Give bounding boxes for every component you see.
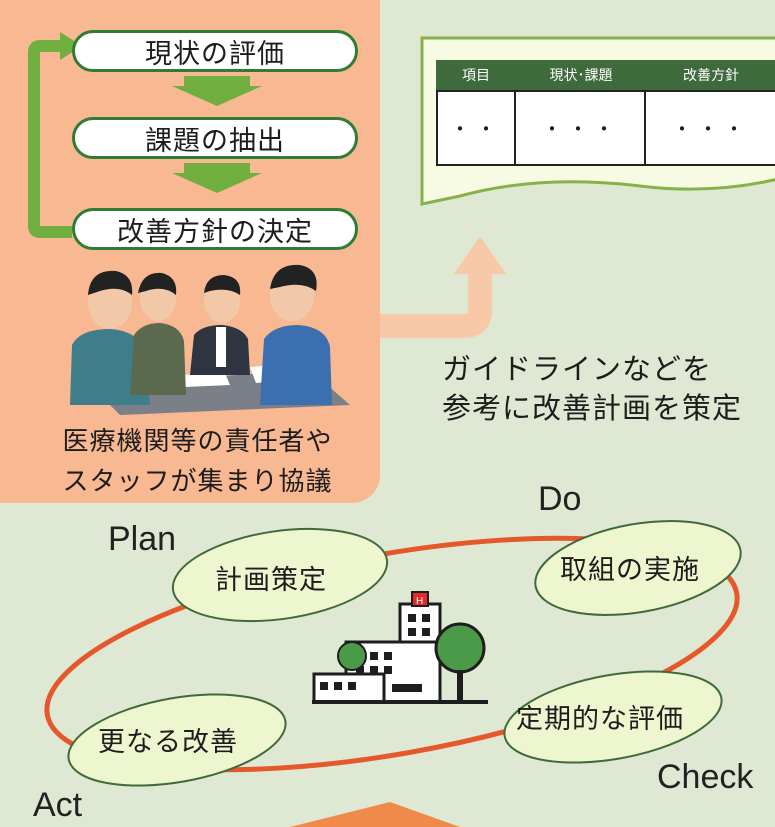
step-extract-issues: 課題の抽出 <box>72 117 358 159</box>
pdca-label-plan: Plan <box>108 520 177 558</box>
plan-note-line: ガイドラインなどを <box>442 352 713 386</box>
down-arrow-icon <box>172 163 262 193</box>
up-arrow-to-plan <box>380 236 506 338</box>
table-cell: ・・・ <box>542 116 620 141</box>
table-header-row <box>436 60 775 90</box>
table-header-policy: 改善方針 <box>683 68 739 84</box>
step-evaluate-current: 現状の評価 <box>72 30 358 72</box>
table-cell: ・・ <box>450 116 502 141</box>
phase-do-text: 取組の実施 <box>560 555 700 586</box>
table-body <box>436 90 775 166</box>
table-cell: ・・・ <box>672 116 750 141</box>
pdca-label-do: Do <box>538 480 582 518</box>
bubble-act <box>67 693 287 787</box>
table-divider <box>644 90 646 164</box>
table-divider <box>514 90 516 164</box>
bubble-do <box>534 520 742 616</box>
phase-check-text: 定期的な評価 <box>516 704 684 735</box>
meeting-caption-line: 医療機関等の責任者や <box>62 427 333 457</box>
phase-act-text: 更なる改善 <box>98 727 238 758</box>
table-header-item: 項目 <box>462 68 490 84</box>
step-label: 課題の抽出 <box>145 125 285 157</box>
svg-text:H: H <box>416 596 423 607</box>
step-label: 現状の評価 <box>145 38 285 70</box>
meeting-caption: 医療機関等の責任者や スタッフが集まり協議 <box>0 422 395 502</box>
step-decide-policy: 改善方針の決定 <box>72 208 358 250</box>
people-meeting-illustration <box>70 264 350 415</box>
plan-note-line: 参考に改善計画を策定 <box>442 391 743 425</box>
plan-table: 項目 現状･課題 改善方針 ・・ ・・・ ・・・ <box>436 60 775 166</box>
loop-arrow <box>28 32 82 238</box>
pdca-label-act: Act <box>33 786 83 824</box>
hospital-building-icon: H <box>312 591 488 704</box>
down-arrow-icon <box>172 76 262 106</box>
bubble-plan <box>171 527 389 623</box>
phase-plan-text: 計画策定 <box>215 565 327 596</box>
table-header-issue: 現状･課題 <box>549 68 613 84</box>
plan-note: ガイドラインなどを 参考に改善計画を策定 <box>442 350 742 428</box>
pdca-label-check: Check <box>657 758 754 796</box>
meeting-caption-line: スタッフが集まり協議 <box>62 467 333 497</box>
step-label: 改善方針の決定 <box>117 216 313 248</box>
bubble-check <box>503 670 723 764</box>
